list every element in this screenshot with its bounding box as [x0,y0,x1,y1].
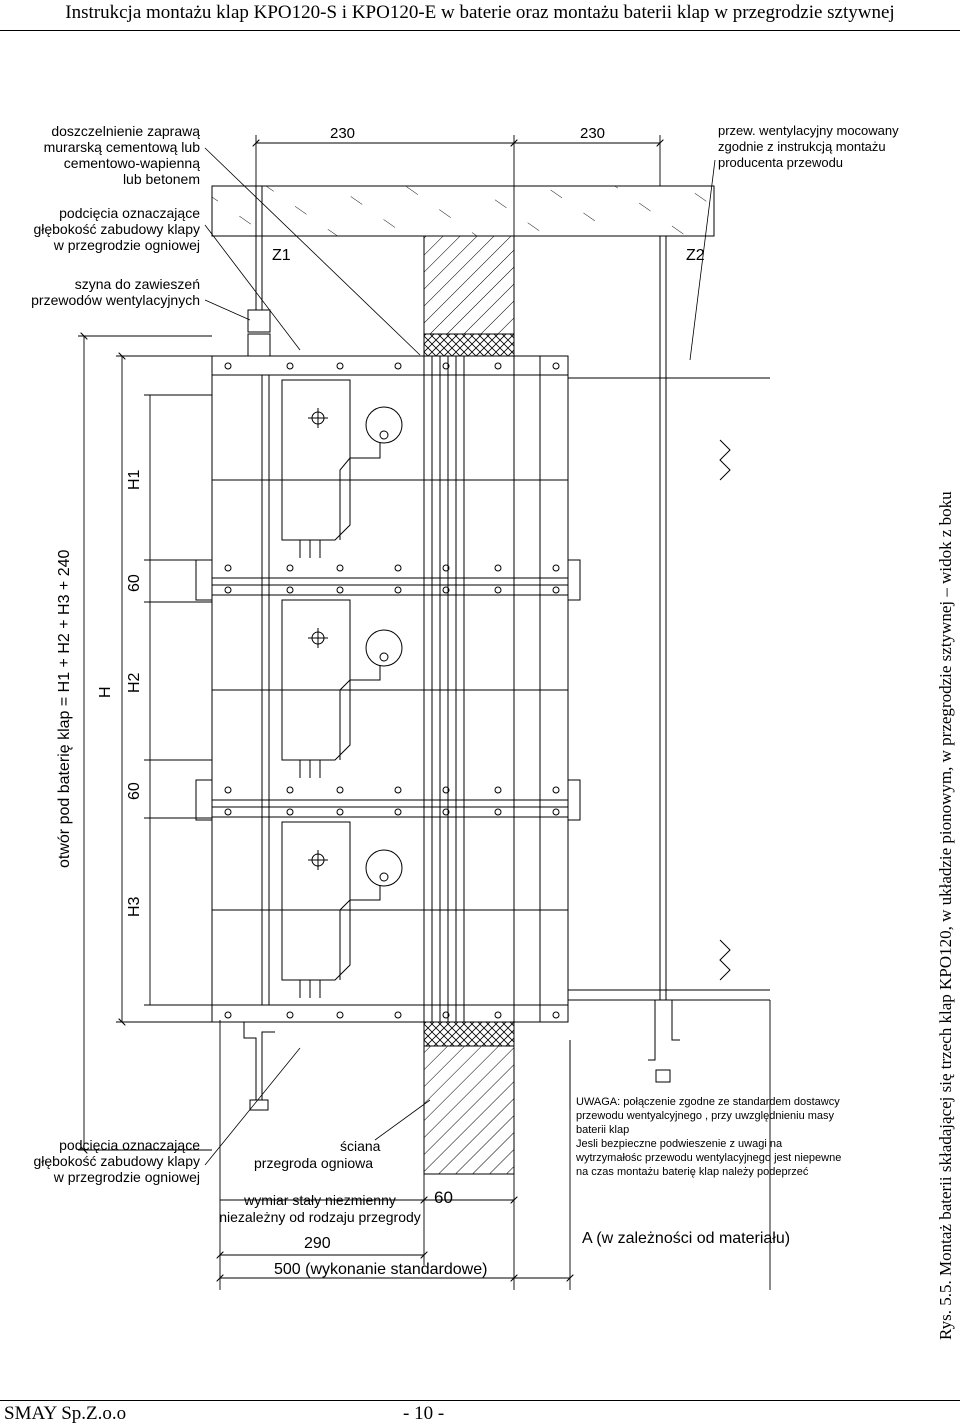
sealing-note: doszczelnienie zaprawą murarską cementow… [10,123,200,187]
dim-290: 290 [304,1235,331,1252]
rail-line-2: przewodów wentylacyjnych [31,292,200,308]
duct-line-1: przew. wentylacyjny mocowany [718,123,899,138]
dim-wall-60: 60 [434,1188,453,1207]
dim-h2: H2 [126,672,143,693]
notches-bottom-line-2: głębokość zabudowy klapy [33,1153,200,1169]
note-line-1: UWAGA: połączenie zgodne ze standardem d… [576,1096,840,1108]
bolt-row [224,362,560,1019]
leader-lines [204,147,716,1166]
z1-label: Z1 [272,247,291,264]
fixed-dim-line-1: wymiar stały niezmienny [244,1192,396,1208]
fixed-dimension-note: wymiar stały niezmienny niezależny od ro… [218,1192,422,1226]
notches-top-note: podcięcia oznaczające głębokość zabudowy… [10,205,200,253]
damper-body-1 [281,379,403,558]
company-name: SMAY Sp.Z.o.o [4,1403,127,1424]
document-header: Instrukcja montażu klap KPO120-S i KPO12… [0,0,960,31]
notches-top-line-3: w przegrodzie ogniowej [53,237,200,253]
duct-line-2: zgodnie z instrukcją montażu [718,139,886,154]
rail-note: szyna do zawieszeń przewodów wentylacyjn… [10,276,200,308]
rail-line-1: szyna do zawieszeń [74,276,200,292]
notches-bottom-note: podcięcia oznaczające głębokość zabudowy… [10,1137,200,1185]
dim-opening: otwór pod baterię klap = H1 + H2 + H3 + … [56,549,73,868]
dimension-lines [78,135,771,1290]
hanging-rail-top [247,186,271,357]
wall-label: ściana [340,1138,381,1154]
note-line-4: Jesli bezpieczne podwieszenie z uwagi na [576,1138,783,1150]
ceiling-slab [211,185,715,237]
duct-note: przew. wentylacyjny mocowany zgodnie z i… [718,123,899,171]
notches-top-line-2: głębokość zabudowy klapy [33,221,200,237]
document-footer: SMAY Sp.Z.o.o - 10 - [0,1400,960,1427]
dim-top-left: 230 [330,125,356,142]
damper-battery [195,355,581,1023]
notches-top-line-1: podcięcia oznaczające [59,205,200,221]
sealing-line-4: lub betonem [122,171,200,187]
ventilation-duct [567,236,770,1083]
sealing-line-1: doszczelnienie zaprawą [51,123,200,139]
dim-gap-lower: 60 [126,782,143,800]
dim-500: 500 (wykonanie standardowe) [274,1261,488,1278]
fire-wall-label: przegroda ogniowa [254,1155,374,1171]
note-line-5: wytrzymałośc przewodu wentylacyjnego jes… [576,1152,842,1164]
dim-h3: H3 [126,896,143,917]
dim-h1: H1 [126,469,143,490]
sealing-line-3: cementowo-wapienną [63,155,200,171]
damper-body-2 [281,599,403,778]
duct-line-3: producenta przewodu [718,155,844,170]
z2-label: Z2 [686,247,705,264]
fire-wall-upper [423,235,515,357]
fixed-dim-line-2: niezależny od rodzaju przegrody [219,1209,421,1225]
hanging-rail-bottom [243,1022,275,1111]
figure-caption: Rys. 5.5. Montaż baterii składającej się… [936,491,955,1340]
sealing-line-2: murarską cementową lub [43,139,200,155]
note-line-6: na czas montażu baterię klap należy pode… [576,1166,809,1178]
fire-wall-lower [423,1021,515,1175]
notches-bottom-line-3: w przegrodzie ogniowej [53,1169,200,1185]
dim-gap-upper: 60 [126,574,143,592]
warning-note: UWAGA: połączenie zgodne ze standardem d… [576,1095,841,1179]
damper-body-3 [281,821,403,998]
dim-top-right: 230 [580,125,606,142]
note-line-2: przewodu wentyalcyjnego , przy uwzględni… [576,1110,835,1122]
notches-bottom-line-1: podcięcia oznaczające [59,1137,200,1153]
dim-h: H [97,686,114,698]
page-number: - 10 - [403,1403,445,1424]
dim-a: A (w zależności od materiału) [582,1230,791,1247]
note-line-3: baterii klap [576,1124,630,1136]
